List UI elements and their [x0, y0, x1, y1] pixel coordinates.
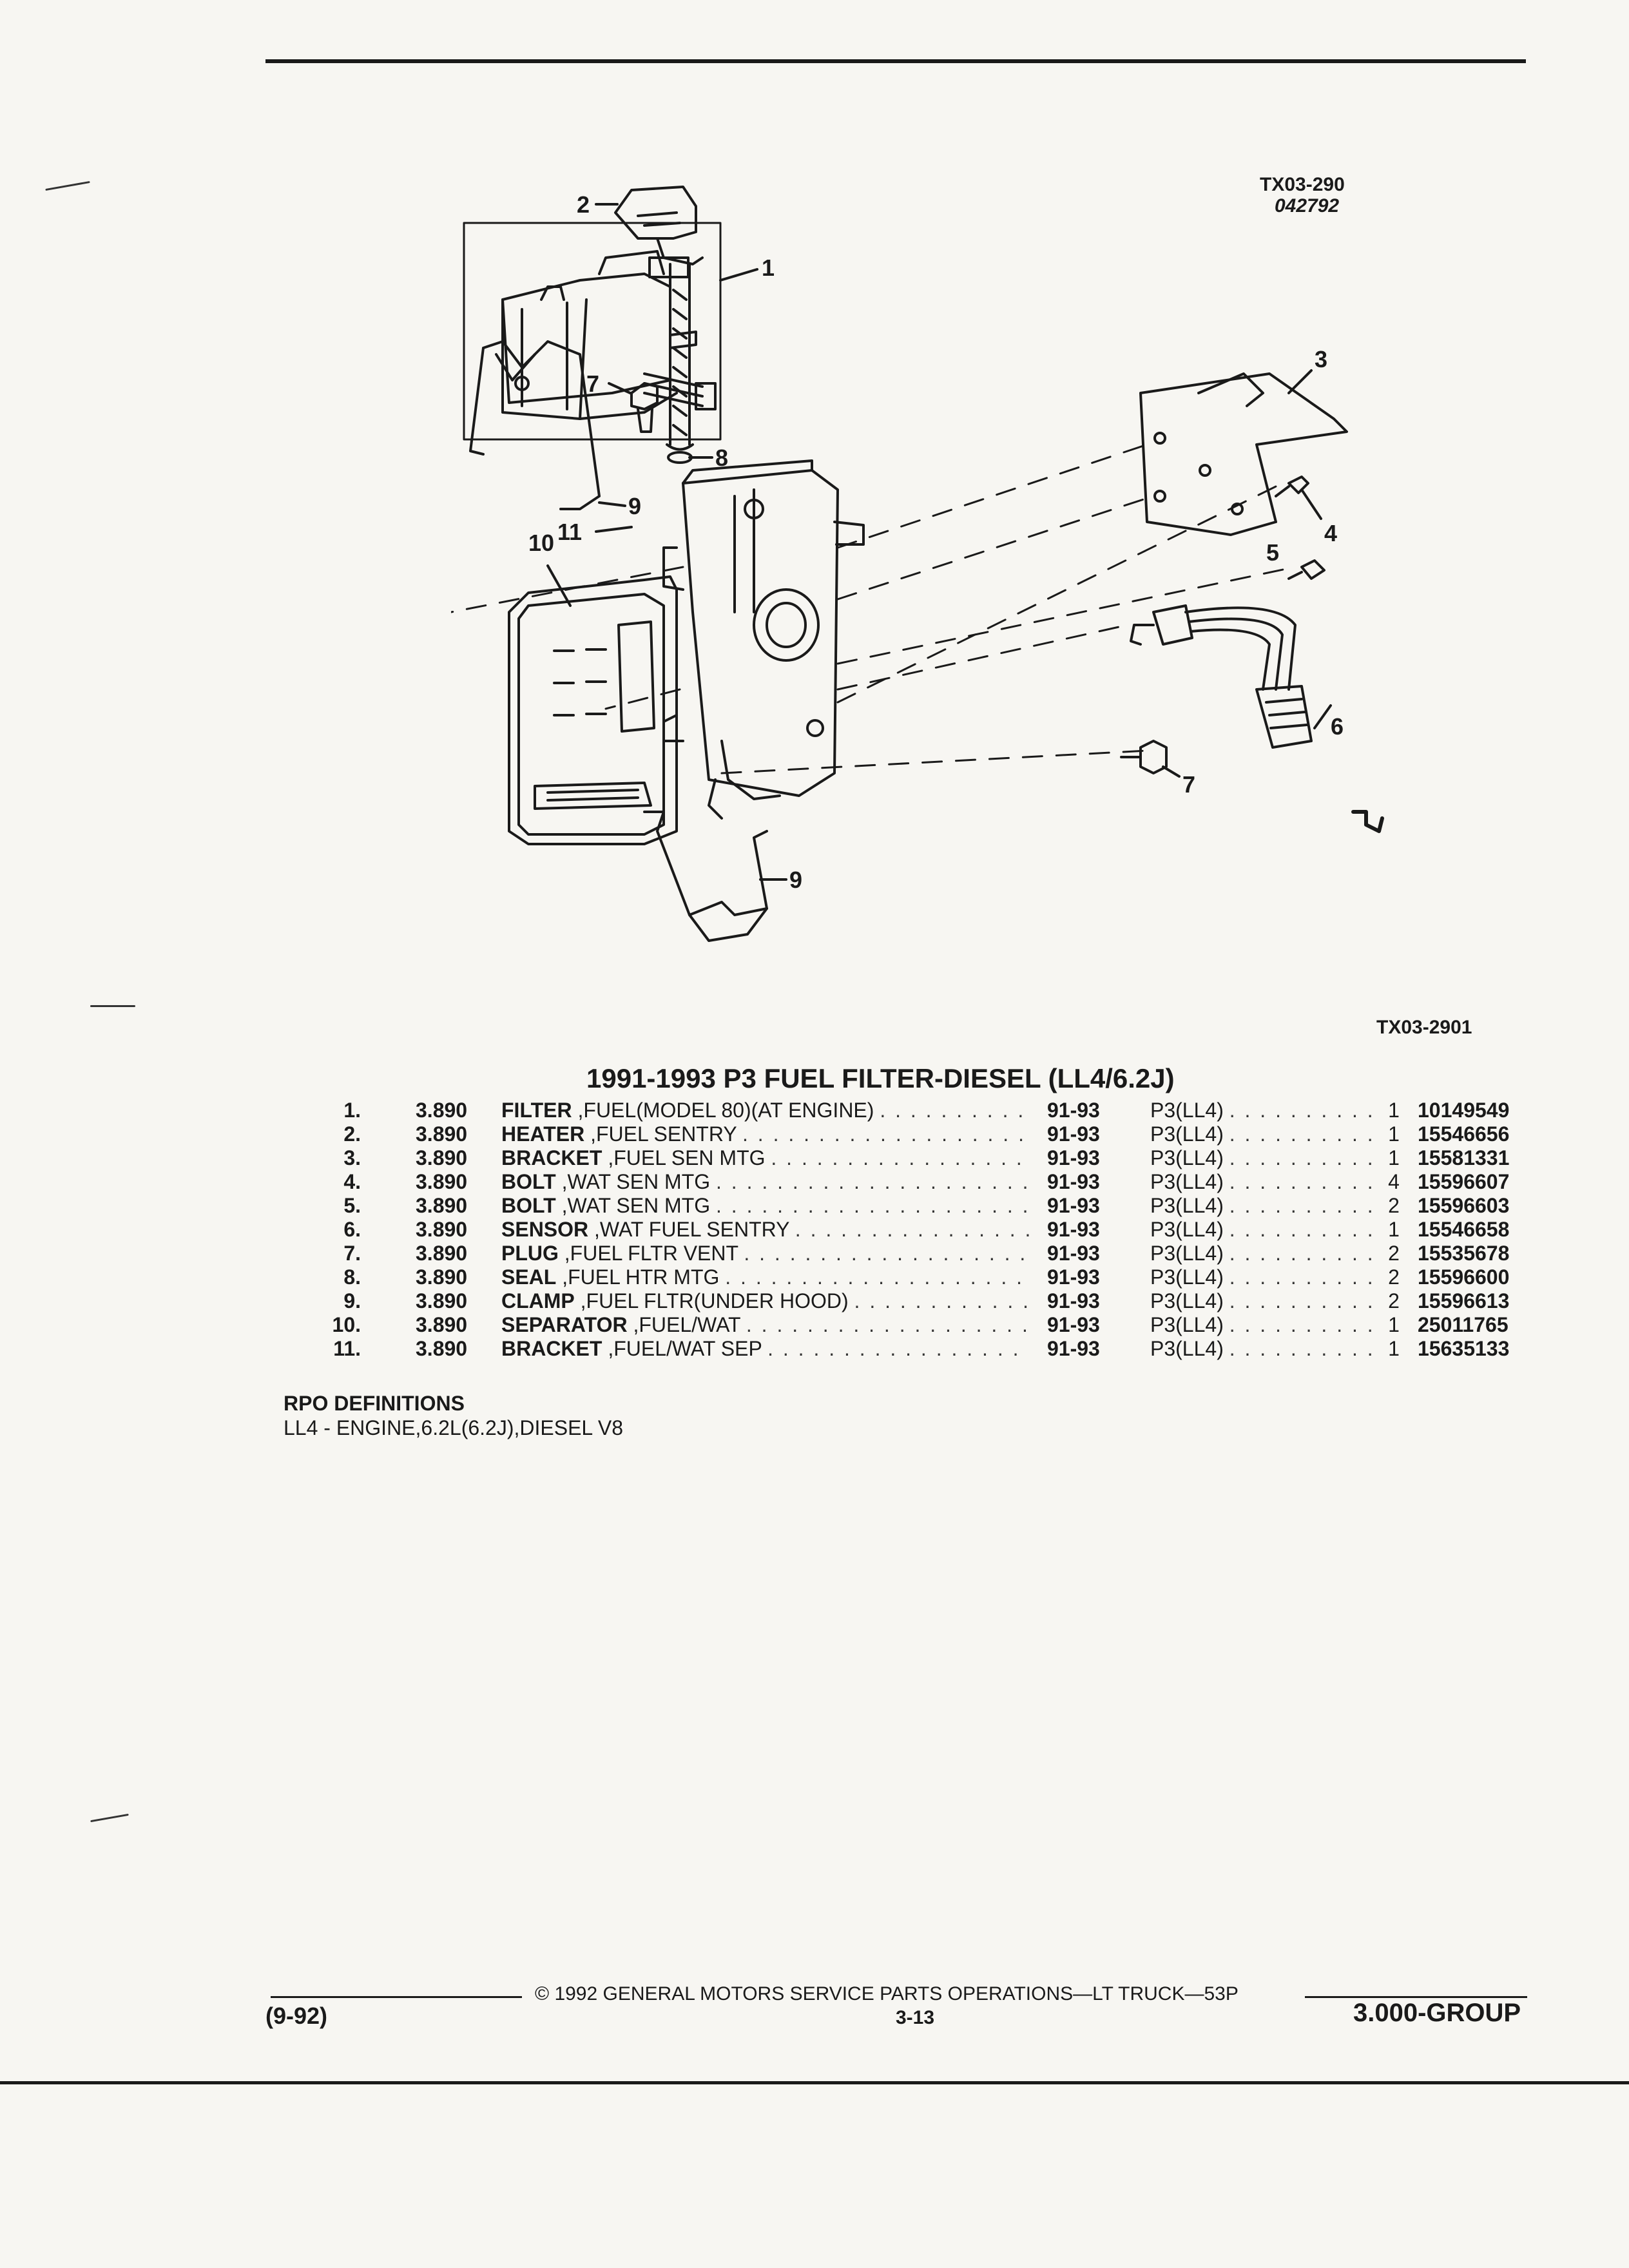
callout-leader-7a	[608, 382, 631, 394]
rpo-definition: LL4 - ENGINE,6.2L(6.2J),DIESEL V8	[284, 1416, 624, 1439]
callout-leader-4	[1300, 488, 1322, 520]
heater-seal	[667, 451, 693, 464]
filter-assembly-inset	[501, 250, 717, 420]
top-rule	[265, 59, 1526, 63]
callout-leader-7b	[1162, 765, 1181, 778]
parts-table: 1. 3.890 FILTER ,FUEL(MODEL 80)(AT ENGIN…	[332, 1099, 1510, 1360]
callout-3: 3	[1315, 346, 1327, 372]
water-sensor	[1130, 604, 1313, 749]
vent-plug-top	[630, 382, 659, 433]
footer-group: 3.000-GROUP	[1353, 1999, 1521, 2027]
callout-leader-1	[719, 268, 758, 282]
footer-rule-right	[1305, 1996, 1527, 1998]
alignment-lines	[451, 443, 1296, 774]
callout-5: 5	[1266, 539, 1279, 566]
logo-mark	[1351, 810, 1384, 833]
clamp-bottom	[643, 811, 768, 942]
footer-copyright: © 1992 GENERAL MOTORS SERVICE PARTS OPER…	[535, 1983, 1239, 2004]
callout-6: 6	[1331, 713, 1344, 740]
callout-leader-3	[1287, 369, 1313, 394]
callout-leader-9a	[598, 501, 626, 507]
callout-1: 1	[762, 255, 775, 281]
callout-leader-10	[546, 564, 572, 607]
bottom-rule	[0, 2081, 1629, 2084]
callout-7b: 7	[1182, 771, 1195, 798]
callout-leader-6	[1313, 704, 1332, 729]
footer-page-number: 3-13	[896, 2007, 935, 2028]
callout-9b: 9	[789, 867, 802, 893]
footer-rule-left	[271, 1996, 522, 1998]
margin-mark	[90, 1005, 135, 1007]
margin-mark	[45, 180, 90, 191]
callout-8: 8	[715, 445, 728, 471]
bolt-4	[1275, 476, 1309, 497]
callout-4: 4	[1324, 520, 1337, 546]
footer-date: (9-92)	[265, 2003, 328, 2029]
vent-plug-bottom	[1120, 740, 1168, 774]
margin-mark	[90, 1813, 129, 1823]
fuel-heater	[614, 186, 704, 451]
separator-bracket-body	[662, 459, 865, 820]
figure-ref-bottom: TX03-2901	[1376, 1017, 1472, 1038]
bolt-5	[1287, 559, 1325, 580]
rpo-heading: RPO DEFINITIONS	[284, 1392, 465, 1415]
page-title: 1991-1993 P3 FUEL FILTER-DIESEL (LL4/6.2…	[586, 1063, 1175, 1093]
separator-housing	[508, 575, 678, 845]
sensor-bracket	[1139, 372, 1348, 536]
callout-7a: 7	[586, 370, 599, 397]
callout-11: 11	[557, 519, 582, 545]
clamp-top	[469, 340, 601, 510]
callout-2: 2	[577, 191, 590, 218]
callout-9a: 9	[628, 493, 641, 519]
figure-date-code: 042792	[1275, 195, 1340, 216]
callout-leader-11	[595, 526, 633, 533]
figure-ref-top: TX03-290	[1260, 174, 1345, 195]
exploded-parts-diagram: 1 2 3 4 5 6 7 7 8 9 9 10 11	[451, 186, 1384, 942]
callout-10: 10	[528, 530, 554, 556]
